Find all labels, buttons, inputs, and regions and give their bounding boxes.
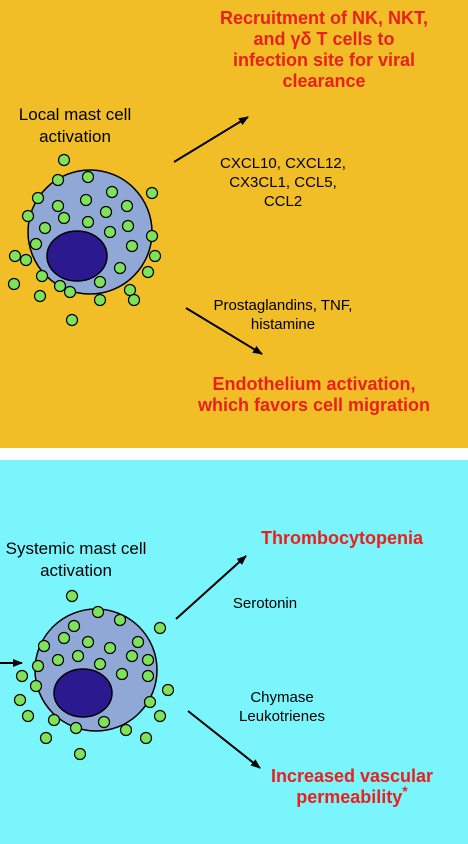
granule [19, 253, 33, 267]
systemic-activation-label: Systemic mast cell activation [5, 539, 147, 580]
arrow-to-thrombocytopenia [175, 555, 247, 620]
granule [141, 653, 155, 667]
granule [29, 237, 43, 251]
granule [31, 659, 45, 673]
chemokine-mediators-label: CXCL10, CXCL12, CX3CL1, CCL5, CCL2 [220, 155, 346, 210]
granule [57, 153, 71, 167]
granule [97, 715, 111, 729]
granule [93, 275, 107, 289]
granule [99, 205, 113, 219]
granule [57, 211, 71, 225]
granule [21, 709, 35, 723]
granule [145, 229, 159, 243]
granule [141, 669, 155, 683]
inflammatory-mediators-label: Prostaglandins, TNF, histamine [213, 297, 353, 333]
serotonin-label: Serotonin [232, 595, 298, 612]
granule [65, 589, 79, 603]
granule [53, 279, 67, 293]
granule [69, 721, 83, 735]
granule [81, 635, 95, 649]
granule [153, 621, 167, 635]
granule [65, 313, 79, 327]
systemic-mast-cell [34, 608, 158, 732]
granule [93, 293, 107, 307]
granule [127, 293, 141, 307]
granule [123, 283, 137, 297]
granule [15, 669, 29, 683]
local-mast-cell-granules [7, 153, 162, 327]
granule [161, 683, 175, 697]
granule [148, 249, 162, 263]
local-activation-panel: Recruitment of NK, NKT, and γδ T cells t… [0, 0, 468, 448]
granule [57, 631, 71, 645]
arrow-to-endothelium [185, 307, 263, 355]
granule [125, 239, 139, 253]
systemic-mast-cell-granules [13, 589, 175, 761]
granule [131, 635, 145, 649]
granule [79, 193, 93, 207]
granule [7, 277, 21, 291]
granule [38, 221, 52, 235]
granule [119, 723, 133, 737]
granule [113, 613, 127, 627]
granule [103, 225, 117, 239]
granule [63, 285, 77, 299]
granule [145, 186, 159, 200]
granule [141, 265, 155, 279]
granule [139, 731, 153, 745]
outcome-recruitment-label: Recruitment of NK, NKT, and γδ T cells t… [219, 8, 428, 91]
granule [29, 679, 43, 693]
granule [13, 693, 27, 707]
granule [31, 191, 45, 205]
granule [93, 657, 107, 671]
granule [113, 261, 127, 275]
granule [120, 199, 134, 213]
outcome-endothelium-label: Endothelium activation, which favors cel… [197, 374, 431, 415]
granule [67, 619, 81, 633]
granule [8, 249, 22, 263]
granule [33, 289, 47, 303]
granule [37, 639, 51, 653]
granule [73, 747, 87, 761]
granule [71, 649, 85, 663]
outcome-thrombocytopenia-label: Thrombocytopenia [260, 528, 423, 548]
cell-nucleus [46, 230, 108, 282]
granule [121, 219, 135, 233]
granule [51, 199, 65, 213]
granule [103, 641, 117, 655]
granule [81, 215, 95, 229]
outcome-vascular-permeability-label: Increased vascular permeability* [270, 766, 434, 807]
granule [91, 605, 105, 619]
local-activation-label: Local mast cell activation [18, 105, 132, 146]
granule [51, 653, 65, 667]
granule [105, 185, 119, 199]
granule [115, 667, 129, 681]
arrow-to-recruitment [173, 116, 249, 163]
granule [47, 713, 61, 727]
granule [81, 170, 95, 184]
arrow-to-vascular-permeability [187, 710, 261, 769]
chymase-leukotrienes-label: Chymase Leukotrienes [239, 689, 325, 725]
granule [35, 269, 49, 283]
granule [153, 709, 167, 723]
granule [21, 209, 35, 223]
granule [143, 695, 157, 709]
granule [125, 649, 139, 663]
cell-nucleus [53, 668, 113, 718]
granule [39, 731, 53, 745]
granule [51, 173, 65, 187]
